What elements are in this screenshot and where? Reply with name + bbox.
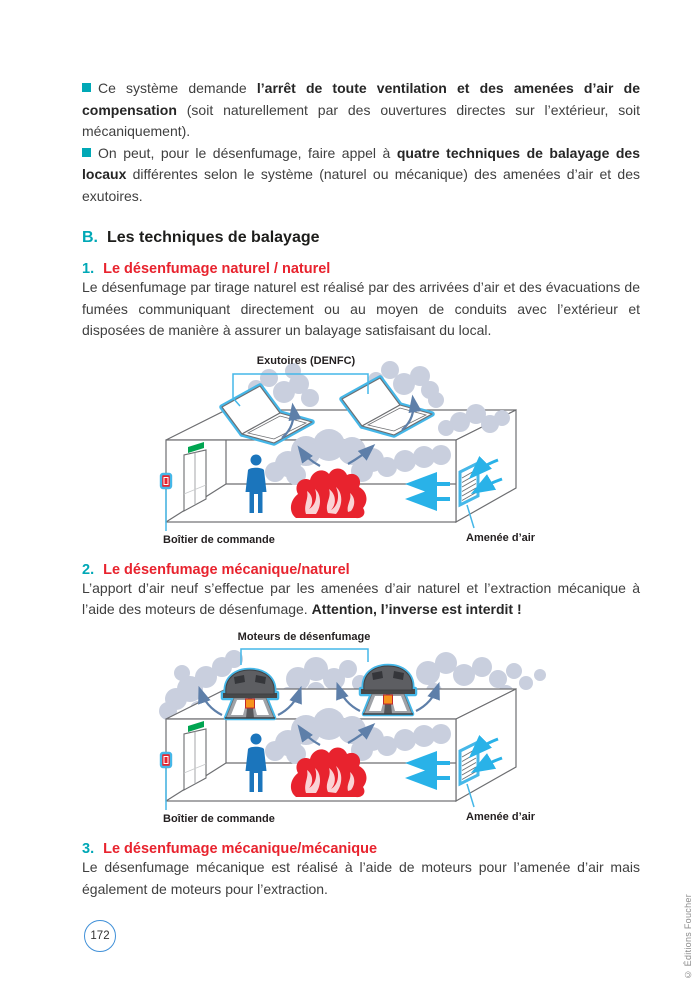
paragraph-bold-text: quatre techniques de balayage des locaux bbox=[82, 144, 640, 183]
section-title: Les techniques de balayage bbox=[107, 229, 320, 247]
person-icon bbox=[245, 454, 267, 513]
teal-square-bullet-icon bbox=[82, 147, 91, 157]
roof-vent-icon bbox=[339, 375, 435, 438]
air-inflow-arrows bbox=[405, 734, 503, 791]
control-box-icon bbox=[159, 751, 173, 811]
person-icon bbox=[245, 733, 267, 793]
label-leader-lines bbox=[232, 373, 369, 407]
air-inflow-arrows bbox=[405, 455, 503, 511]
intro-paragraph-1: Ce système demande l’arrêt de toute vent… bbox=[82, 78, 640, 143]
subsection-1-heading: 1. Le désenfumage naturel / naturel bbox=[82, 261, 640, 277]
exit-sign-icon bbox=[188, 441, 204, 453]
subsection-2-paragraph: L’apport d’air neuf s’effectue par les a… bbox=[82, 578, 640, 621]
label-leader-lines bbox=[240, 648, 369, 666]
exhaust-flow-arrows bbox=[198, 681, 440, 716]
door-icon bbox=[183, 721, 207, 791]
fire-icon bbox=[290, 468, 367, 519]
extraction-motor-icon bbox=[358, 663, 418, 717]
teal-square-bullet-icon bbox=[82, 83, 91, 92]
paragraph-bold-text: Attention, l’inverse est interdit ! bbox=[311, 601, 522, 618]
subsection-number: 1. bbox=[82, 261, 95, 278]
subsection-3-heading: 3. Le désenfumage mécanique/mécanique bbox=[82, 841, 640, 857]
roof-vent-icon bbox=[219, 383, 315, 446]
smoke-cloud bbox=[265, 708, 451, 765]
section-letter: B. bbox=[82, 229, 98, 247]
smoke-flow-arrows bbox=[297, 443, 376, 467]
diagram-natural-smoke-extraction: Exutoires (DENFC) Boîtier de commande Am… bbox=[136, 348, 566, 548]
paragraph-text: (soit naturellement par des ouvertures d… bbox=[82, 101, 640, 140]
subsection-number: 3. bbox=[82, 841, 95, 858]
diagram-right-label: Amenée d’air bbox=[466, 811, 536, 823]
exit-sign-icon bbox=[188, 721, 204, 733]
subsection-title: Le désenfumage naturel / naturel bbox=[103, 261, 331, 278]
extraction-motor-icon bbox=[220, 667, 280, 721]
subsection-3-paragraph: Le désenfumage mécanique est réalisé à l… bbox=[82, 859, 640, 897]
diagram-top-label: Moteurs de désenfumage bbox=[238, 631, 371, 643]
paragraph-text: Ce système demande bbox=[98, 80, 257, 96]
subsection-2-heading: 2. Le désenfumage mécanique/naturel bbox=[82, 562, 640, 578]
intro-paragraph-2: On peut, pour le désenfumage, faire appe… bbox=[82, 143, 640, 208]
diagram-top-label: Exutoires (DENFC) bbox=[257, 355, 356, 367]
page-content: Ce système demande l’arrêt de toute vent… bbox=[82, 78, 640, 897]
paragraph-bold-text: l’arrêt de toute ventilation et des amen… bbox=[82, 80, 640, 118]
section-b-heading: B. Les techniques de balayage bbox=[82, 229, 640, 247]
paragraph-text: On peut, pour le désenfumage, faire appe… bbox=[98, 144, 397, 161]
subsection-title: Le désenfumage mécanique/naturel bbox=[103, 561, 350, 578]
copyright-vertical-text: © Éditions Foucher bbox=[683, 893, 693, 979]
page-number-badge: 172 bbox=[84, 920, 116, 952]
paragraph-text: différentes selon le système (naturel ou… bbox=[82, 166, 640, 204]
diagram-left-label: Boîtier de commande bbox=[163, 534, 275, 546]
diagram-left-label: Boîtier de commande bbox=[163, 813, 275, 825]
page-number: 172 bbox=[90, 930, 110, 942]
door-icon bbox=[183, 441, 207, 512]
diagram-mechanical-smoke-extraction: Moteurs de désenfumage Boîtier de comman… bbox=[136, 627, 566, 827]
fire-icon bbox=[290, 747, 367, 798]
smoke-flow-arrows bbox=[297, 723, 376, 746]
subsection-title: Le désenfumage mécanique/mécanique bbox=[103, 841, 378, 858]
subsection-1-paragraph: Le désenfumage par tirage naturel est ré… bbox=[82, 279, 640, 339]
diagram-right-label: Amenée d’air bbox=[466, 532, 536, 544]
subsection-number: 2. bbox=[82, 561, 95, 578]
paragraph-text: L’apport d’air neuf s’effectue par les a… bbox=[82, 579, 640, 618]
control-box-icon bbox=[159, 472, 173, 531]
